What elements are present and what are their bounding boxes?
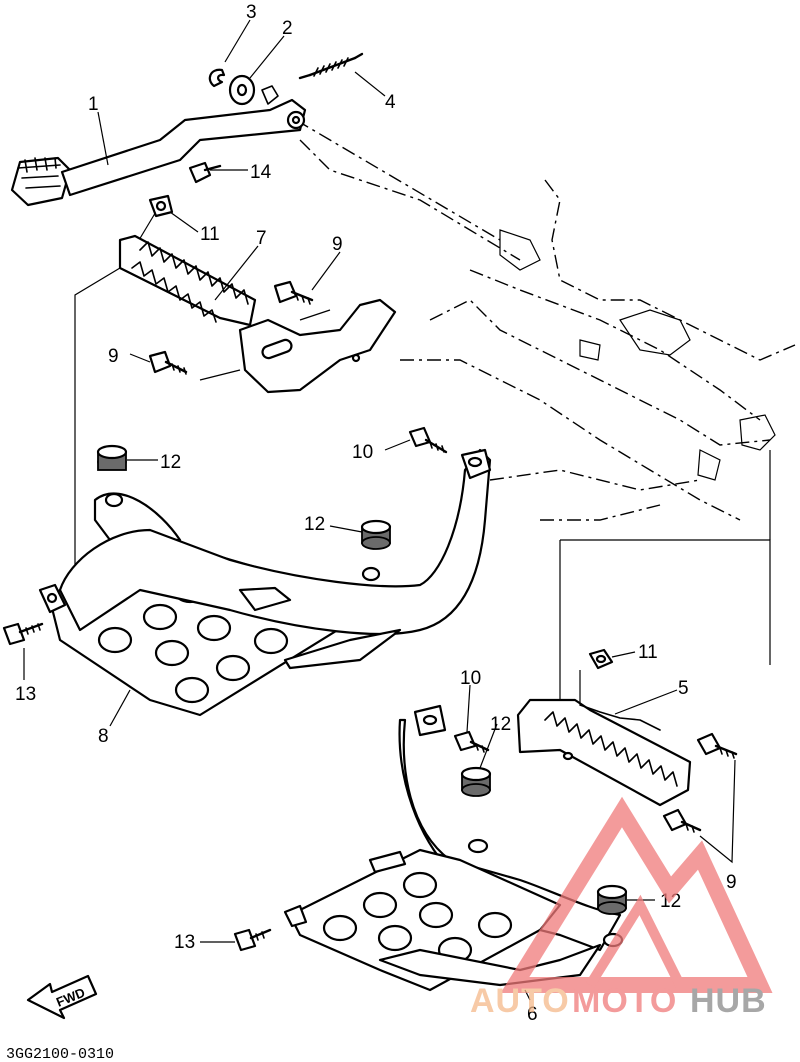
footrest-right bbox=[516, 648, 692, 807]
callout-9-upper: 9 bbox=[332, 234, 343, 255]
callout-14: 14 bbox=[250, 162, 272, 183]
callout-2: 2 bbox=[282, 18, 293, 39]
fwd-arrow: FWD bbox=[26, 974, 98, 1020]
callout-7: 7 bbox=[256, 228, 267, 249]
callout-8: 8 bbox=[98, 726, 109, 747]
watermark-moto: MOTO bbox=[572, 982, 677, 1020]
callout-5: 5 bbox=[678, 678, 689, 699]
watermark-hub: HUB bbox=[690, 982, 767, 1020]
brake-pedal-assembly bbox=[10, 85, 307, 207]
callout-9-right: 9 bbox=[726, 872, 737, 893]
small-hardware-top bbox=[188, 52, 364, 184]
diagram-code: 3GG2100-0310 bbox=[6, 1046, 114, 1062]
callout-10-lower: 10 bbox=[460, 668, 481, 689]
callout-11-upper: 11 bbox=[200, 224, 220, 245]
bolt-9-right-a bbox=[696, 732, 738, 759]
callout-3: 3 bbox=[246, 2, 257, 23]
grommet-12-left bbox=[96, 444, 128, 471]
grommet-12-mid bbox=[460, 766, 492, 797]
bolt-13-lower bbox=[233, 928, 272, 952]
grommet-12-lower-right bbox=[596, 884, 628, 915]
bolt-13-upper bbox=[2, 622, 44, 646]
callout-11-lower: 11 bbox=[638, 642, 658, 663]
skid-plate-lower bbox=[283, 704, 624, 992]
assembly-lines bbox=[74, 119, 771, 740]
callout-1: 1 bbox=[88, 94, 99, 115]
callout-12-left: 12 bbox=[160, 452, 181, 473]
bolt-9-right-b bbox=[662, 808, 702, 833]
callout-6: 6 bbox=[527, 1004, 538, 1025]
callout-10-upper: 10 bbox=[352, 442, 373, 463]
skid-plate-upper bbox=[38, 448, 492, 717]
bolt-9-upper bbox=[273, 280, 314, 305]
automotohub-watermark: AUTO MOTO HUB bbox=[470, 796, 773, 1020]
callout-12-center: 12 bbox=[304, 514, 325, 535]
callout-4: 4 bbox=[385, 92, 396, 113]
watermark-auto: AUTO bbox=[470, 982, 570, 1020]
bolt-10-lower bbox=[453, 730, 490, 753]
callout-12-mid: 12 bbox=[490, 714, 511, 735]
frame-outline bbox=[400, 179, 796, 521]
bolt-10-upper bbox=[408, 426, 448, 454]
footrest-left bbox=[118, 194, 397, 394]
callout-9-lower: 9 bbox=[108, 346, 119, 367]
grommet-12-right-upper bbox=[360, 519, 392, 550]
callout-13-upper: 13 bbox=[15, 684, 36, 705]
callout-13-lower: 13 bbox=[174, 932, 195, 953]
callout-leaders bbox=[23, 19, 736, 1001]
bolt-9-lower bbox=[148, 350, 188, 375]
